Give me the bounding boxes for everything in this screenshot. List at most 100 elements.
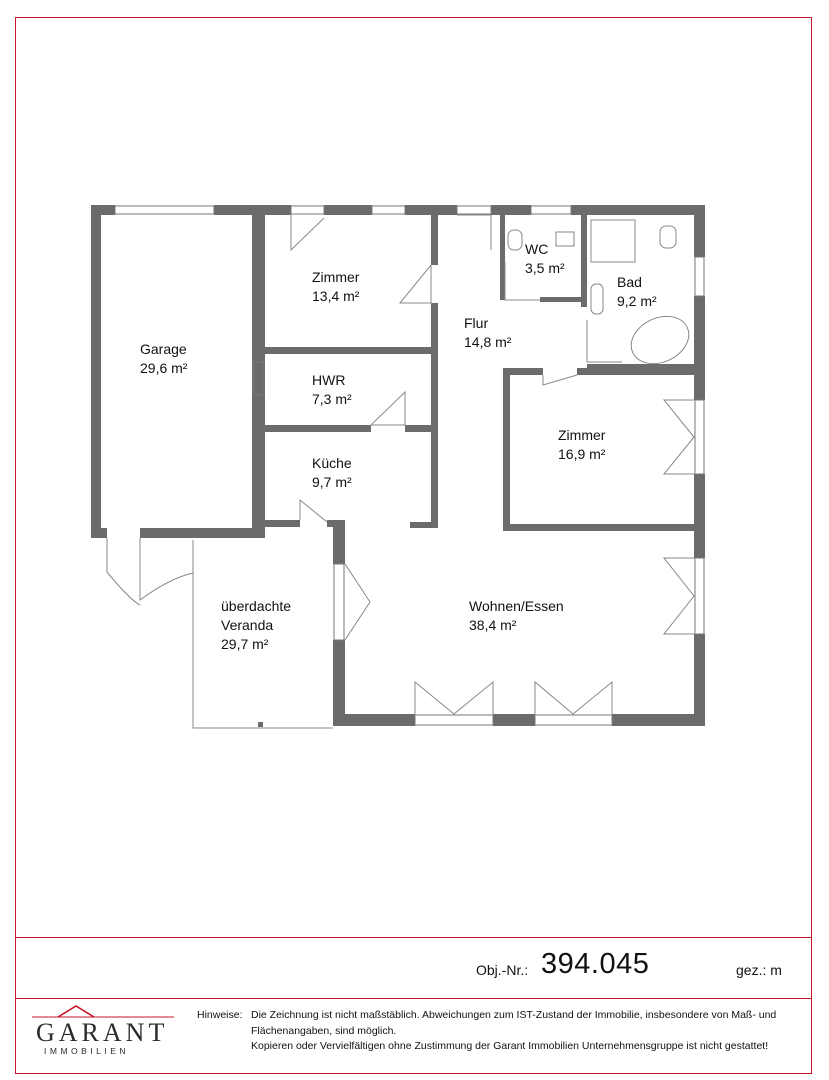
window-living-left xyxy=(333,563,345,641)
door-window-left xyxy=(344,563,371,641)
wall-hwr-bottom-2 xyxy=(405,425,437,432)
room-name: Bad xyxy=(617,274,642,290)
wall-zimmer2-bottom xyxy=(503,524,694,531)
window-garage-side xyxy=(252,361,265,396)
window-top-1 xyxy=(290,205,325,215)
wall-right-2 xyxy=(694,296,705,400)
wall-garage-left xyxy=(91,205,101,538)
wall-wc-right xyxy=(581,215,587,300)
door-zimmer2 xyxy=(542,374,578,386)
wall-wc-left xyxy=(500,215,505,300)
wall-top-1 xyxy=(265,205,291,215)
footer-divider-top xyxy=(15,937,812,938)
door-zimmer1-top xyxy=(290,215,325,252)
notes-label: Hinweise: xyxy=(197,1009,243,1021)
door-window-right-2 xyxy=(662,399,695,475)
room-area: 7,3 m² xyxy=(312,391,352,407)
wall-hwr-bottom-1 xyxy=(265,425,371,432)
room-area: 13,4 m² xyxy=(312,288,360,304)
room-wc: WC 3,5 m² xyxy=(525,240,565,278)
door-window-bottom-2 xyxy=(534,680,613,715)
wall-living-left-2 xyxy=(333,640,345,726)
room-bad: Bad 9,2 m² xyxy=(617,273,657,311)
wall-corridor-stub xyxy=(410,522,438,528)
wall-corridor-left-1 xyxy=(431,215,438,265)
window-top-3 xyxy=(456,205,492,215)
wall-top-4 xyxy=(491,205,531,215)
room-area: 29,6 m² xyxy=(140,360,188,376)
wc-toilet xyxy=(507,229,523,251)
windows xyxy=(114,205,705,726)
door-flur-top xyxy=(457,214,492,250)
room-wohnen-essen: Wohnen/Essen 38,4 m² xyxy=(469,597,564,635)
door-window-bottom-1 xyxy=(414,680,494,715)
wall-wc-bottom xyxy=(540,297,587,302)
wall-zimmer2-left xyxy=(503,368,510,528)
logo-roof-icon xyxy=(32,1005,174,1018)
wall-corridor-left-2 xyxy=(431,303,438,528)
door-zimmer1-right xyxy=(398,263,432,304)
wall-top-5 xyxy=(571,205,705,215)
sheet-frame xyxy=(15,17,812,1074)
bad-toilet xyxy=(659,225,677,249)
door-garage-veranda xyxy=(106,538,194,606)
bad-tub xyxy=(630,315,690,365)
wall-top-2 xyxy=(324,205,372,215)
room-garage: Garage 29,6 m² xyxy=(140,340,187,378)
wall-zimmer-bottom xyxy=(265,347,437,354)
wc-sink xyxy=(555,231,575,247)
window-top-2 xyxy=(371,205,406,215)
room-area: 14,8 m² xyxy=(464,334,512,350)
room-zimmer-2: Zimmer 16,9 m² xyxy=(558,426,605,464)
room-name: WC xyxy=(525,241,549,257)
room-name: Küche xyxy=(312,455,352,471)
wall-right-3 xyxy=(694,474,705,558)
wall-bottom-1 xyxy=(333,714,415,726)
wall-bottom-2 xyxy=(493,714,535,726)
room-name: Zimmer xyxy=(312,269,360,285)
door-bad xyxy=(586,320,622,363)
wall-kitchen-bottom xyxy=(265,520,300,527)
wall-bad-left xyxy=(581,297,587,307)
wall-kitchen-bottom-2 xyxy=(327,520,345,527)
door-swings xyxy=(106,214,695,715)
wall-bottom-3 xyxy=(612,714,705,726)
door-kitchen xyxy=(299,498,328,523)
veranda-post xyxy=(258,722,263,727)
notes-text: Die Zeichnung ist nicht maßstäblich. Abw… xyxy=(251,1008,811,1055)
door-hwr xyxy=(369,390,406,426)
room-name-2: Veranda xyxy=(221,617,274,633)
room-hwr: HWR 7,3 m² xyxy=(312,371,352,409)
wall-bad-bottom xyxy=(587,364,694,370)
room-name: Garage xyxy=(140,341,187,357)
notes-line-2: Flächenangaben, sind möglich. xyxy=(251,1024,397,1037)
room-name: Zimmer xyxy=(558,427,606,443)
door-wc xyxy=(504,262,540,301)
logo-subtitle: IMMOBILIEN xyxy=(44,1046,130,1056)
room-zimmer-1: Zimmer 13,4 m² xyxy=(312,268,359,306)
door-window-right-3 xyxy=(662,557,695,635)
drawn-by-label: gez.: m xyxy=(736,962,782,978)
room-name: Flur xyxy=(464,315,489,331)
wall-garage-bottom xyxy=(91,528,107,538)
window-top-4 xyxy=(530,205,572,215)
footer-divider-middle xyxy=(15,998,812,999)
room-name: überdachte xyxy=(221,598,292,614)
room-area: 3,5 m² xyxy=(525,260,565,276)
room-area: 29,7 m² xyxy=(221,636,269,652)
wall-garage-top-right xyxy=(214,205,284,215)
room-kueche: Küche 9,7 m² xyxy=(312,454,352,492)
garant-logo: GARANT IMMOBILIEN xyxy=(28,1003,178,1063)
wall-zimmer2-top-2 xyxy=(577,368,694,375)
room-area: 38,4 m² xyxy=(469,617,517,633)
window-right-1 xyxy=(694,256,705,297)
window-bottom-1 xyxy=(414,714,494,726)
wall-garage-bottom-right xyxy=(140,528,265,538)
bad-sink xyxy=(590,283,604,315)
wall-living-left-1 xyxy=(333,524,345,564)
fixtures xyxy=(192,219,690,729)
bad-shower xyxy=(590,219,636,263)
wall-top-3 xyxy=(405,205,457,215)
